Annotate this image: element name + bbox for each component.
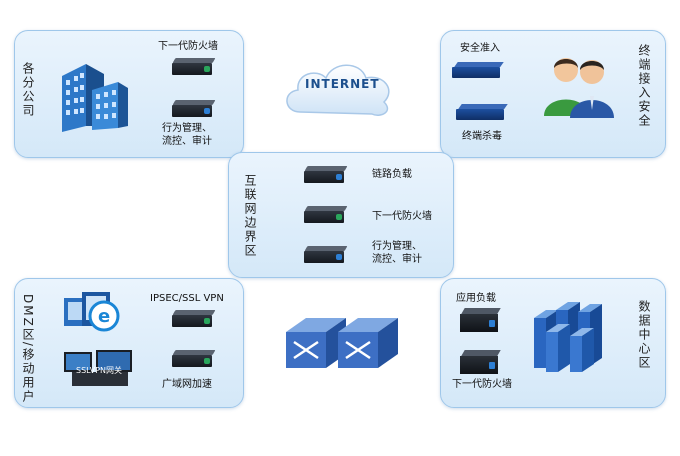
border-behavior-line2: 流控、审计 — [372, 254, 422, 265]
dmz-vpn-device — [172, 310, 216, 328]
dmz-vpn-label: IPSEC/SSL VPN — [150, 293, 224, 304]
dmz-wan-label: 广域网加速 — [162, 379, 212, 390]
app-windows-icon: e — [64, 292, 120, 332]
sslvpn-gateway-icon — [64, 350, 132, 386]
border-title: 互联网边界区 — [243, 174, 257, 258]
branch-panel — [14, 30, 244, 158]
border-loadbalance-device — [304, 166, 348, 184]
border-firewall-label: 下一代防火墙 — [372, 211, 432, 222]
building-icon — [62, 64, 128, 132]
branch-behavior-line2: 流控、审计 — [162, 136, 212, 147]
svg-text:e: e — [98, 306, 110, 327]
branch-title: 各分公司 — [21, 62, 35, 118]
branch-behavior-device — [172, 100, 216, 118]
datacenter-appload-device — [460, 308, 501, 332]
branch-firewall-label: 下一代防火墙 — [158, 41, 218, 52]
terminal-access-label: 安全准入 — [460, 43, 500, 54]
datacenter-appload-label: 应用负载 — [456, 293, 496, 304]
dmz-wan-device — [172, 350, 216, 368]
border-loadbalance-label: 链路负载 — [372, 169, 412, 180]
users-icon — [544, 58, 614, 118]
datacenter-firewall-device — [460, 350, 501, 374]
border-behavior-line1: 行为管理、 — [372, 241, 422, 252]
internet-label: INTERNET — [305, 77, 380, 91]
terminal-antivirus-device — [456, 104, 508, 120]
border-behavior-device — [304, 246, 348, 264]
branch-behavior-line1: 行为管理、 — [162, 123, 212, 134]
server-rack-icon — [534, 302, 602, 372]
terminal-access-device — [452, 62, 504, 78]
switch-icon — [286, 318, 398, 368]
terminal-title: 终端接入安全 — [637, 44, 651, 128]
dmz-sslvpn-tag: SSLVPN网关 — [76, 366, 123, 375]
dmz-panel — [14, 278, 244, 408]
border-firewall-device — [304, 206, 348, 224]
dmz-title: DMZ区/移动用户 — [21, 294, 35, 404]
internet-cloud — [286, 64, 390, 116]
datacenter-title: 数据中心区 — [637, 300, 651, 370]
terminal-panel — [440, 30, 666, 158]
terminal-antivirus-label: 终端杀毒 — [462, 131, 502, 142]
branch-firewall-device — [172, 58, 216, 76]
datacenter-firewall-label: 下一代防火墙 — [452, 379, 512, 390]
